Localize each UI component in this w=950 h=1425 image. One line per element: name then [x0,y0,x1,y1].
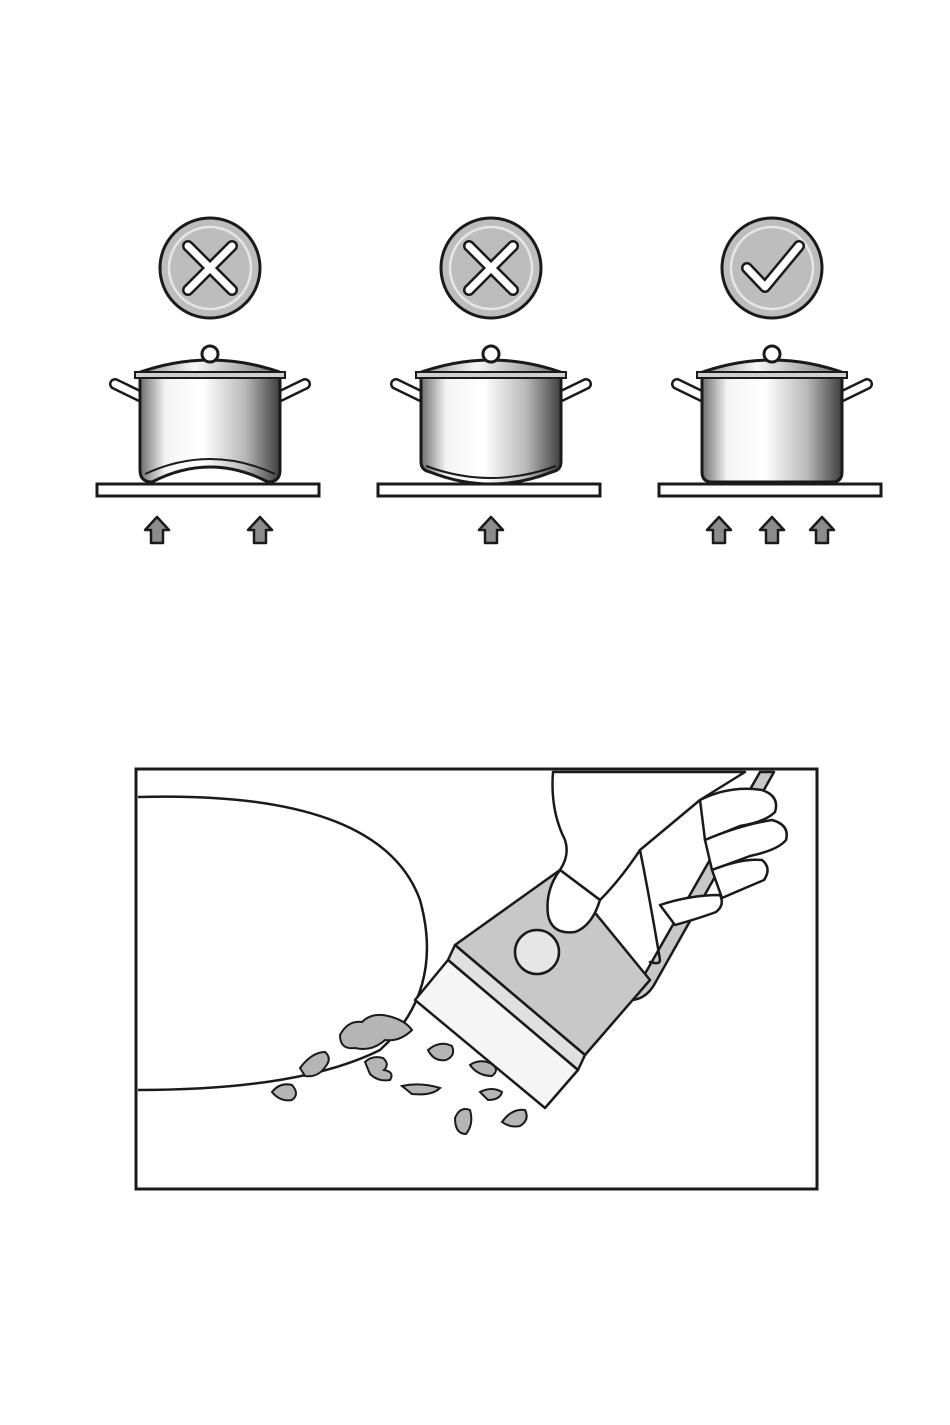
hob-surface [97,484,319,496]
pot-example-flat [659,218,881,543]
pot-icon [115,346,305,482]
heat-arrow-icon [248,517,272,543]
pot-icon [396,346,586,484]
check-badge [722,218,822,318]
pot-lid-knob [483,346,499,362]
scraper-cleaning-panel [136,769,817,1189]
heat-arrow-icon [760,517,784,543]
hob-surface [378,484,600,496]
pot-icon [677,346,867,482]
pot-lid-knob [764,346,780,362]
pot-body [140,374,280,482]
pot-body [421,374,561,484]
pot-comparison-panel [97,218,881,543]
cross-badge [441,218,541,318]
heat-arrow-icon [479,517,503,543]
hob-surface [659,484,881,496]
heat-arrows [707,517,834,543]
pot-example-concave [97,218,319,543]
cross-badge [160,218,260,318]
pot-lid-knob [202,346,218,362]
heat-arrows [479,517,503,543]
pot-body [702,374,842,482]
heat-arrow-icon [145,517,169,543]
heat-arrow-icon [707,517,731,543]
pot-example-convex [378,218,600,543]
scraper-button [515,930,559,974]
heat-arrows [145,517,272,543]
badge-circle [722,218,822,318]
heat-arrow-icon [810,517,834,543]
